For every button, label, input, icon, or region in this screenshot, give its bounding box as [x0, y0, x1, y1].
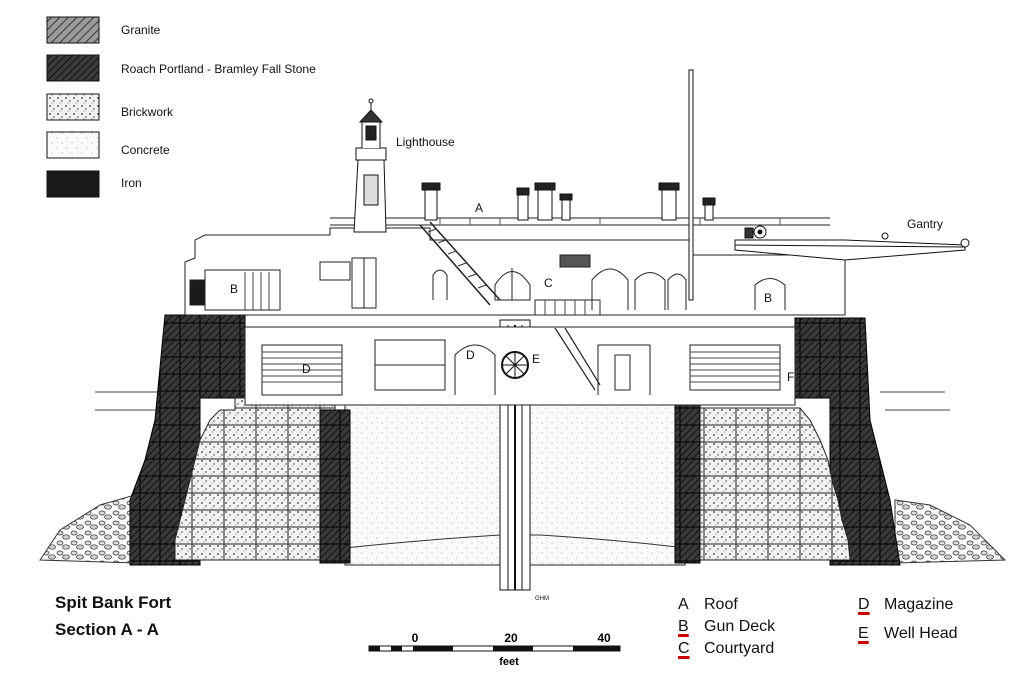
key-item-courtyard: C Courtyard — [678, 640, 774, 658]
gantry-label: Gantry — [907, 217, 943, 231]
roof-rail — [330, 217, 830, 226]
scale-tick-40: 40 — [597, 631, 611, 645]
right-inner-portland — [674, 404, 701, 564]
legend-label-concrete: Concrete — [121, 143, 170, 157]
key-item-roof: A Roof — [678, 596, 738, 614]
key-letter: D — [858, 596, 870, 613]
drawing-subtitle: Section A - A — [55, 620, 159, 639]
left-inner-portland — [319, 409, 351, 564]
section-label-c: C — [544, 276, 553, 290]
draughtsman-initials: GHM — [535, 596, 549, 602]
legend-swatch-brickwork — [46, 93, 100, 121]
gantry — [734, 225, 970, 261]
scale-unit: feet — [499, 656, 519, 668]
key-letter: B — [678, 618, 689, 635]
section-label-b-right: B — [764, 291, 772, 305]
section-label-d-mid: D — [466, 348, 475, 362]
key-item-well-head: E Well Head — [858, 625, 958, 643]
legend-swatch-portland — [46, 54, 100, 82]
legend-label-granite: Granite — [121, 23, 161, 37]
key-item-gun-deck: B Gun Deck — [678, 618, 775, 636]
lighthouse — [353, 98, 387, 233]
legend-label-portland: Roach Portland - Bramley Fall Stone — [121, 62, 316, 76]
legend-swatch-concrete — [46, 131, 100, 159]
scale-bar — [368, 645, 621, 652]
water-lines — [95, 391, 950, 411]
section-label-d-left: D — [302, 362, 311, 376]
rubble-right — [894, 499, 1007, 564]
key-text: Gun Deck — [704, 618, 776, 635]
key-text: Well Head — [884, 625, 958, 642]
right-stepped-stone — [689, 407, 851, 561]
key-letter: C — [678, 640, 690, 657]
legend-swatch-granite — [46, 16, 100, 44]
flag-mast — [688, 69, 694, 301]
key-text: Courtyard — [704, 640, 775, 657]
lower-level — [244, 326, 796, 406]
scale-tick-20: 20 — [504, 631, 518, 645]
lighthouse-label: Lighthouse — [396, 135, 455, 149]
key-text: Magazine — [884, 596, 954, 613]
rubble-left — [39, 494, 136, 564]
chimneys — [421, 182, 716, 221]
key-letter: A — [678, 596, 689, 613]
legend-label-iron: Iron — [121, 176, 142, 190]
key-item-magazine: D Magazine — [858, 596, 953, 614]
key-text: Roof — [704, 596, 738, 613]
right-outer-portland — [794, 317, 901, 566]
section-label-e: E — [532, 352, 540, 366]
legend-swatch-iron — [46, 170, 100, 198]
well-head-wheel — [501, 351, 529, 379]
scale-tick-0: 0 — [412, 631, 419, 645]
drawing-title: Spit Bank Fort — [55, 593, 172, 612]
gun-deck — [184, 221, 846, 316]
section-label-f: F — [787, 370, 794, 384]
key-letter: E — [858, 625, 869, 642]
section-label-b-left: B — [230, 282, 238, 296]
section-label-a: A — [475, 201, 483, 215]
legend-label-brickwork: Brickwork — [121, 105, 174, 119]
